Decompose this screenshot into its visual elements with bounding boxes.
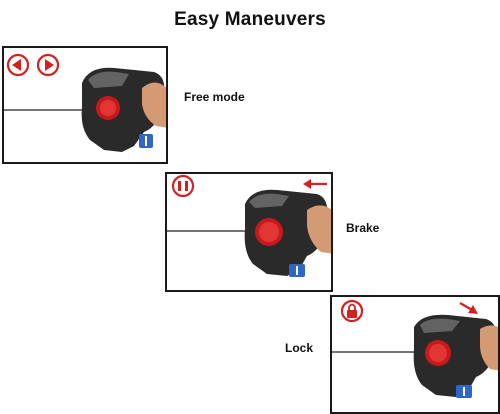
page-title: Easy Maneuvers [174,9,326,30]
brake-panel [165,172,333,292]
free-mode-panel [2,46,168,164]
left-arrow-icon [6,53,30,77]
lock-panel [330,295,500,414]
leash-handle-body [244,189,328,276]
pause-icon [171,174,195,198]
leash-illustration [332,299,498,398]
leash-top-highlight [88,71,129,88]
hand [307,205,331,254]
leash-handle-body [413,314,497,397]
lock-icon [340,299,364,323]
down-right-arrow-icon [459,302,478,314]
free-mode-label: Free mode [184,90,245,104]
right-arrow-icon [36,53,60,77]
hand [142,82,166,128]
hand [480,325,498,371]
leash-illustration [4,53,166,152]
brake-label: Brake [346,221,380,235]
leash-illustration [167,174,331,277]
lock-label: Lock [285,341,314,355]
left-pointing-arrow-icon [303,179,327,189]
